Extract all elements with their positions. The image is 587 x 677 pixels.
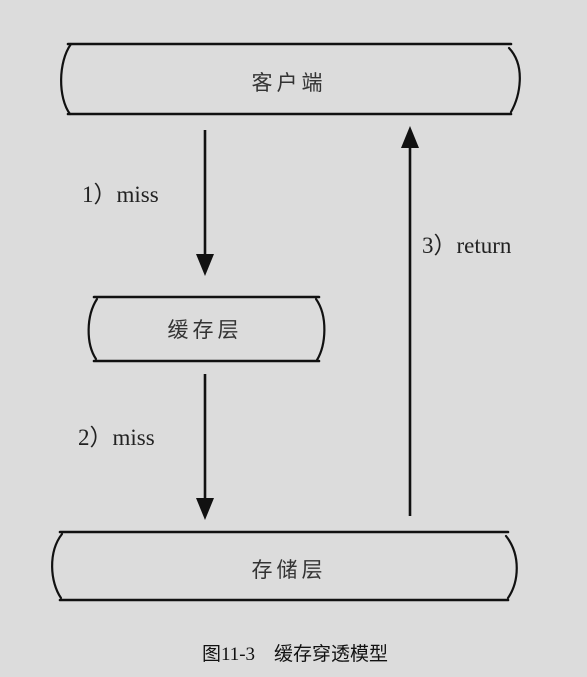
cache-label: 缓存层 (168, 318, 243, 342)
miss-2-arrow (196, 374, 214, 520)
return-3-label: 3）return (422, 233, 512, 258)
miss-1-arrow (196, 130, 214, 276)
figure-caption: 图11-3 缓存穿透模型 (202, 643, 388, 665)
client-box: 客户端 (60, 42, 521, 116)
cache-box: 缓存层 (87, 295, 326, 363)
storage-label: 存储层 (252, 558, 327, 582)
client-label: 客户端 (252, 71, 327, 95)
storage-box: 存储层 (51, 530, 518, 602)
return-3-arrow (401, 126, 419, 516)
miss-2-label: 2）miss (78, 425, 155, 450)
miss-1-label: 1）miss (82, 182, 159, 207)
